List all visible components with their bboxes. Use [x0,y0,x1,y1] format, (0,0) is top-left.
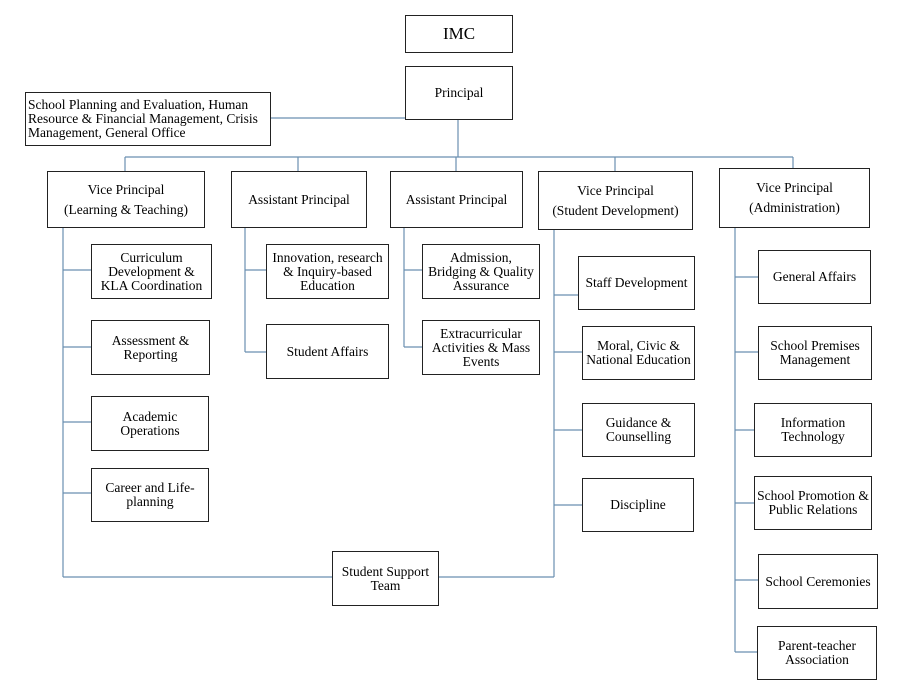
staff-development-box: Staff Development [578,256,695,310]
curriculum-box: Curriculum Development & KLA Coordinatio… [91,244,212,299]
assessment-box: Assessment & Reporting [91,320,210,375]
discipline-box: Discipline [582,478,694,532]
vp-learning-teaching-box: Vice Principal (Learning & Teaching) [47,171,205,228]
vp-student-development-box: Vice Principal (Student Development) [538,171,693,230]
information-technology-box: Information Technology [754,403,872,457]
student-support-team-box: Student Support Team [332,551,439,606]
vp-administration-box: Vice Principal (Administration) [719,168,870,228]
assistant-principal-1-box: Assistant Principal [231,171,367,228]
extracurricular-box: Extracurricular Activities & Mass Events [422,320,540,375]
admission-box: Admission, Bridging & Quality Assurance [422,244,540,299]
principal-office-box: School Planning and Evaluation, Human Re… [25,92,271,146]
pta-box: Parent-teacher Association [757,626,877,680]
general-affairs-box: General Affairs [758,250,871,304]
imc-box: IMC [405,15,513,53]
innovation-box: Innovation, research & Inquiry-based Edu… [266,244,389,299]
premises-box: School Premises Management [758,326,872,380]
student-affairs-box: Student Affairs [266,324,389,379]
guidance-box: Guidance & Counselling [582,403,695,457]
career-planning-box: Career and Life- planning [91,468,209,522]
promotion-box: School Promotion & Public Relations [754,476,872,530]
moral-civic-box: Moral, Civic & National Education [582,326,695,380]
ceremonies-box: School Ceremonies [758,554,878,609]
principal-box: Principal [405,66,513,120]
assistant-principal-2-box: Assistant Principal [390,171,523,228]
academic-operations-box: Academic Operations [91,396,209,451]
